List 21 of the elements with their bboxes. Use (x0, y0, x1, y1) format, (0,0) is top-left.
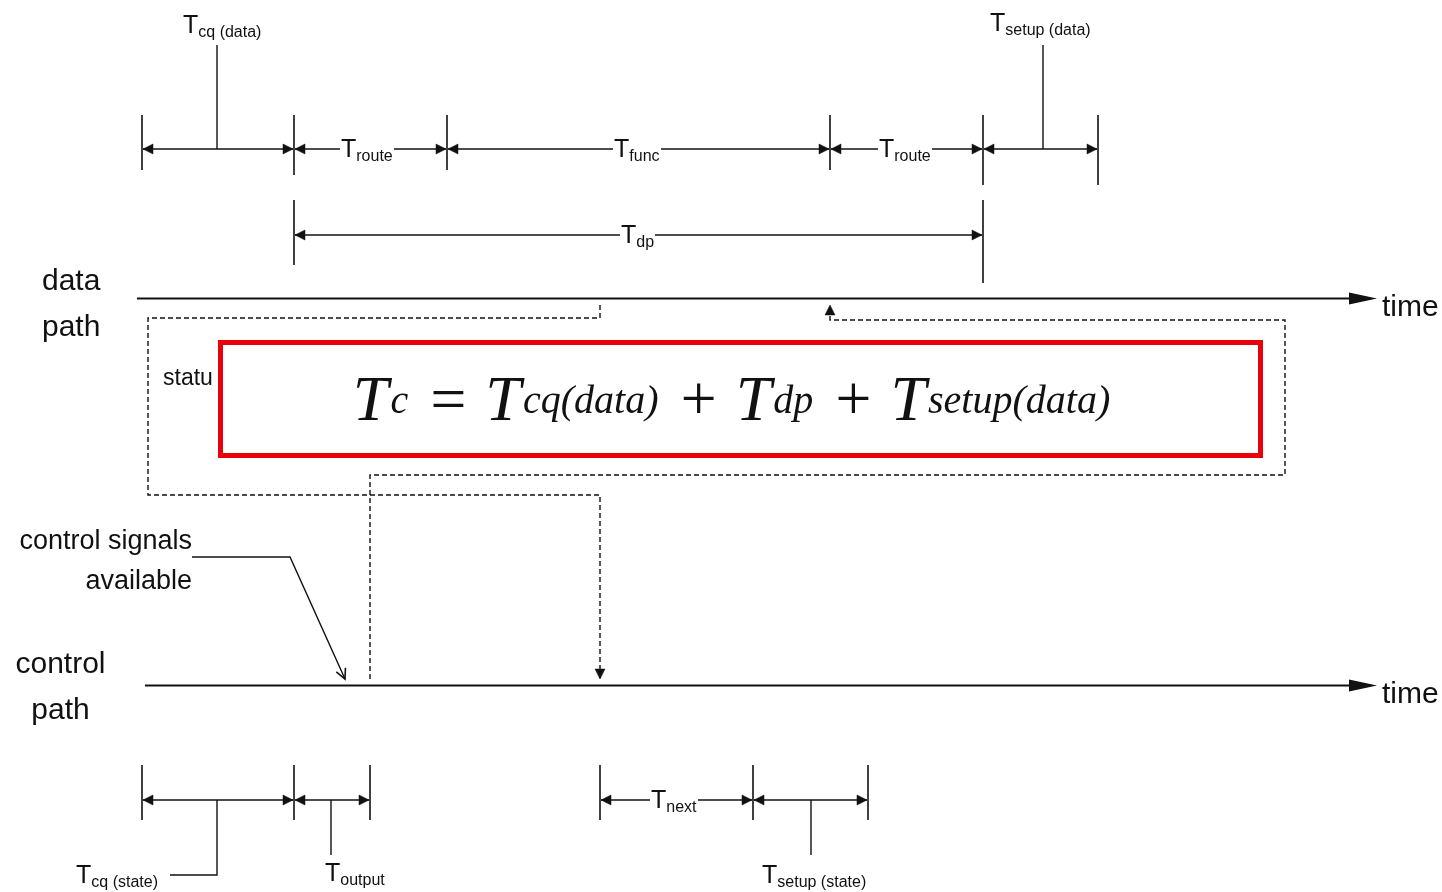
dimension-label: T$_{dp}$ (620, 222, 656, 250)
dimension-label: T$_{route}$ (340, 136, 394, 164)
time-axis (137, 292, 1377, 305)
axis-label: time (1382, 675, 1439, 711)
time-axis (145, 679, 1377, 692)
dimension-label: T$_{output}$ (325, 860, 385, 888)
dimension-label: T$_{next}$ (650, 787, 698, 815)
axis-label: data path (42, 262, 102, 344)
axis-label: statu (163, 366, 213, 389)
leader-arrow (191, 556, 347, 680)
dimension-label: T$_{func}$ (613, 136, 661, 164)
dimension-label: T$_{cq (state)}$ (76, 862, 158, 890)
dimension-label: T$_{setup (state)}$ (762, 862, 867, 890)
callout-text: control signals available (8, 520, 192, 600)
axis-label: time (1382, 288, 1439, 324)
axis-label: control path (14, 645, 107, 727)
dimension-label: T$_{cq (data)}$ (183, 12, 262, 40)
dimension-label: T$_{setup (data)}$ (990, 10, 1091, 38)
dimension-label: T$_{route}$ (878, 136, 932, 164)
dashed-arrow (369, 304, 1286, 680)
dashed-arrow (147, 304, 606, 680)
